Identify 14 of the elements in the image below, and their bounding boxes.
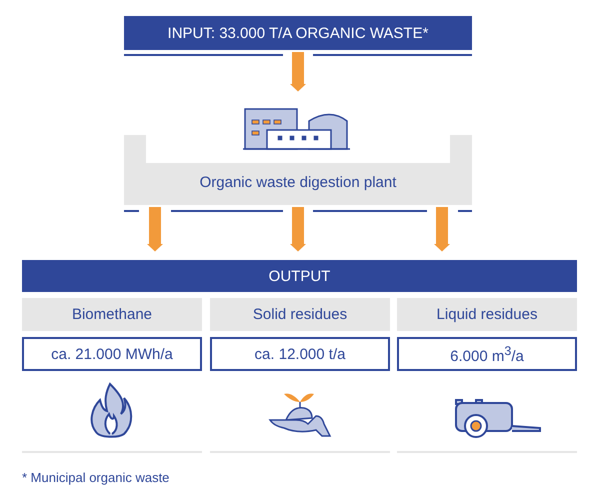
value-box: 6.000 m$^{3}$/a — [397, 337, 577, 371]
value-box: ca. 21.000 MWh/a — [22, 337, 202, 371]
flow-arrow — [290, 207, 306, 252]
category-label: Liquid residues — [397, 298, 577, 331]
plant-label: Organic waste digestion plant — [200, 174, 396, 191]
flow-arrow — [290, 52, 306, 92]
category-label: Solid residues — [210, 298, 390, 331]
header-bar: INPUT: 33.000 T/A ORGANIC WASTE* — [124, 16, 472, 50]
flow-arrow — [147, 207, 163, 252]
header-bar: OUTPUT — [22, 260, 577, 292]
flow-arrow — [434, 207, 450, 252]
footnote: * Municipal organic waste — [22, 470, 170, 485]
value-box: ca. 12.000 t/a — [210, 337, 390, 371]
category-label: Biomethane — [22, 298, 202, 331]
